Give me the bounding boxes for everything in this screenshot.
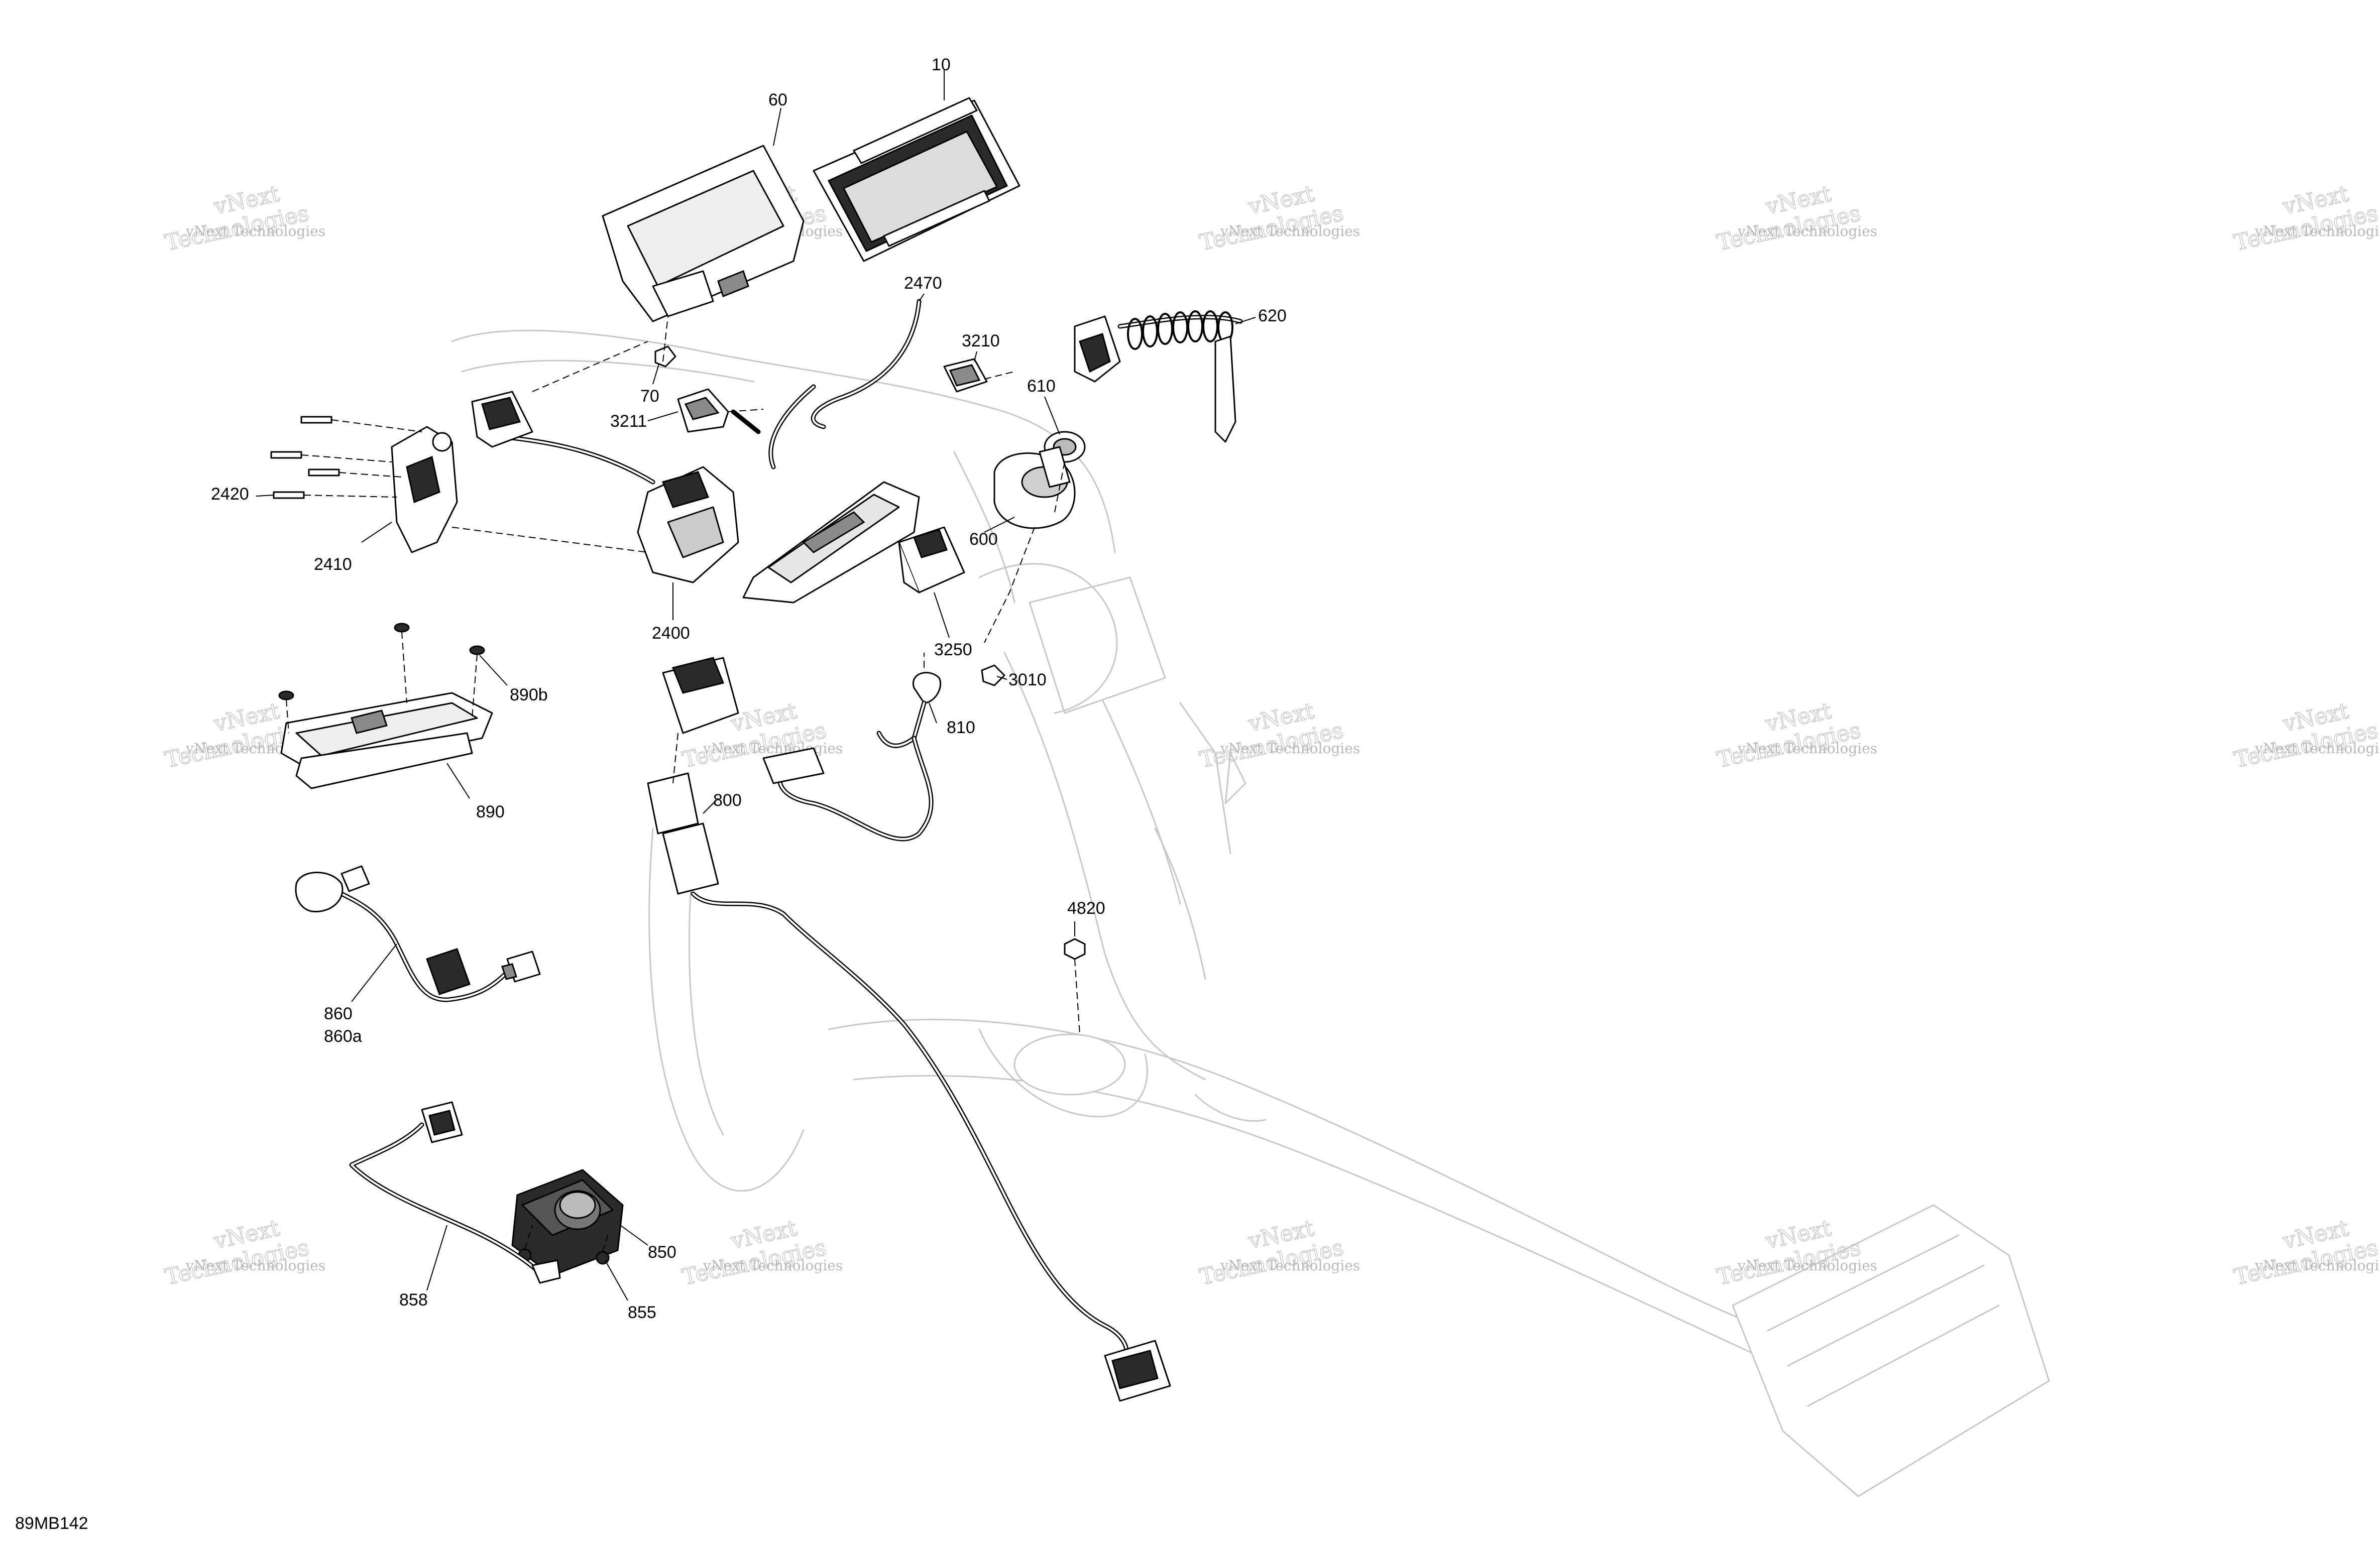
part-center-bracket — [742, 481, 920, 604]
callout-855: 855 — [628, 1303, 656, 1322]
part-800-switch — [647, 657, 739, 895]
part-860-harness — [295, 865, 541, 1002]
callout-800: 800 — [713, 791, 742, 810]
watermark-text: vNext Technologies — [2254, 740, 2380, 757]
callout-10: 10 — [932, 55, 951, 74]
callout-890b: 890b — [510, 685, 548, 704]
callout-3010: 3010 — [1008, 670, 1047, 689]
callout-70: 70 — [640, 387, 659, 406]
callout-850: 850 — [648, 1243, 676, 1262]
callout-2400: 2400 — [652, 624, 690, 643]
part-4820-nut — [1064, 938, 1086, 960]
part-60-display-support — [602, 145, 805, 322]
callout-858: 858 — [399, 1290, 428, 1310]
part-10-display-cluster — [813, 97, 1021, 262]
watermark-text: vNext Technologies — [1737, 740, 1877, 757]
callout-2420: 2420 — [211, 485, 249, 504]
watermark-text: vNext Technologies — [1220, 1257, 1360, 1274]
callout-3211: 3211 — [610, 412, 647, 431]
watermark-text: vNext Technologies — [703, 1257, 843, 1274]
part-600-ignition-switch — [993, 446, 1076, 529]
watermark-text: vNext Technologies — [1737, 1257, 1877, 1274]
callout-860: 860 — [324, 1004, 353, 1023]
callout-labels: 10 60 70 2470 3210 3211 620 610 2420 241… — [211, 55, 1287, 1322]
watermark-text: vNext Technologies — [185, 1257, 325, 1274]
part-620-tether-cord — [1074, 310, 1243, 443]
drawing-code: 89MB142 — [15, 1514, 88, 1533]
callout-890: 890 — [476, 802, 505, 821]
watermark-grid: Technologies vNext vNext Technologies Te… — [162, 181, 2380, 1291]
assembly-lines — [286, 316, 1080, 1252]
callout-3210: 3210 — [962, 331, 1000, 350]
part-2470-wire-loom — [768, 299, 922, 469]
part-2410-throttle-housing — [391, 426, 458, 553]
part-3211-connector — [677, 388, 729, 433]
callout-4820: 4820 — [1067, 899, 1105, 918]
watermark-text: vNext Technologies — [1220, 740, 1360, 757]
callout-2410: 2410 — [314, 555, 352, 574]
part-2400-switch-housing — [471, 391, 761, 583]
callout-60: 60 — [768, 90, 787, 109]
part-70-nut — [654, 345, 676, 368]
callout-2470: 2470 — [904, 274, 942, 293]
watermark-text: vNext Technologies — [185, 223, 325, 240]
part-3010-nut — [981, 664, 1005, 686]
watermark-text: vNext Technologies — [1737, 223, 1877, 240]
part-890-heater-plate — [280, 692, 493, 789]
part-main-harness — [691, 891, 1171, 1402]
part-810-sensor — [762, 672, 942, 842]
watermark-text: vNext Technologies — [2254, 223, 2380, 240]
callout-3250: 3250 — [934, 640, 972, 659]
watermark-text: vNext Technologies — [703, 740, 843, 757]
watermark-text: vNext Technologies — [1220, 223, 1360, 240]
part-890b-clips — [278, 623, 485, 700]
part-850-controller-knob — [511, 1169, 624, 1276]
callout-860a: 860a — [324, 1027, 362, 1046]
watermark-text: vNext Technologies — [2254, 1257, 2380, 1274]
callout-810: 810 — [947, 718, 975, 737]
part-3210-connector — [943, 358, 988, 393]
ghost-vehicle-frame — [451, 329, 2050, 1497]
callout-610: 610 — [1027, 377, 1056, 396]
callout-600: 600 — [969, 530, 998, 549]
part-3250-switch — [898, 526, 965, 594]
leader-lines — [256, 70, 1256, 1301]
part-2420-screws — [270, 416, 340, 499]
part-858-harness — [349, 1101, 561, 1284]
callout-620: 620 — [1258, 306, 1287, 325]
